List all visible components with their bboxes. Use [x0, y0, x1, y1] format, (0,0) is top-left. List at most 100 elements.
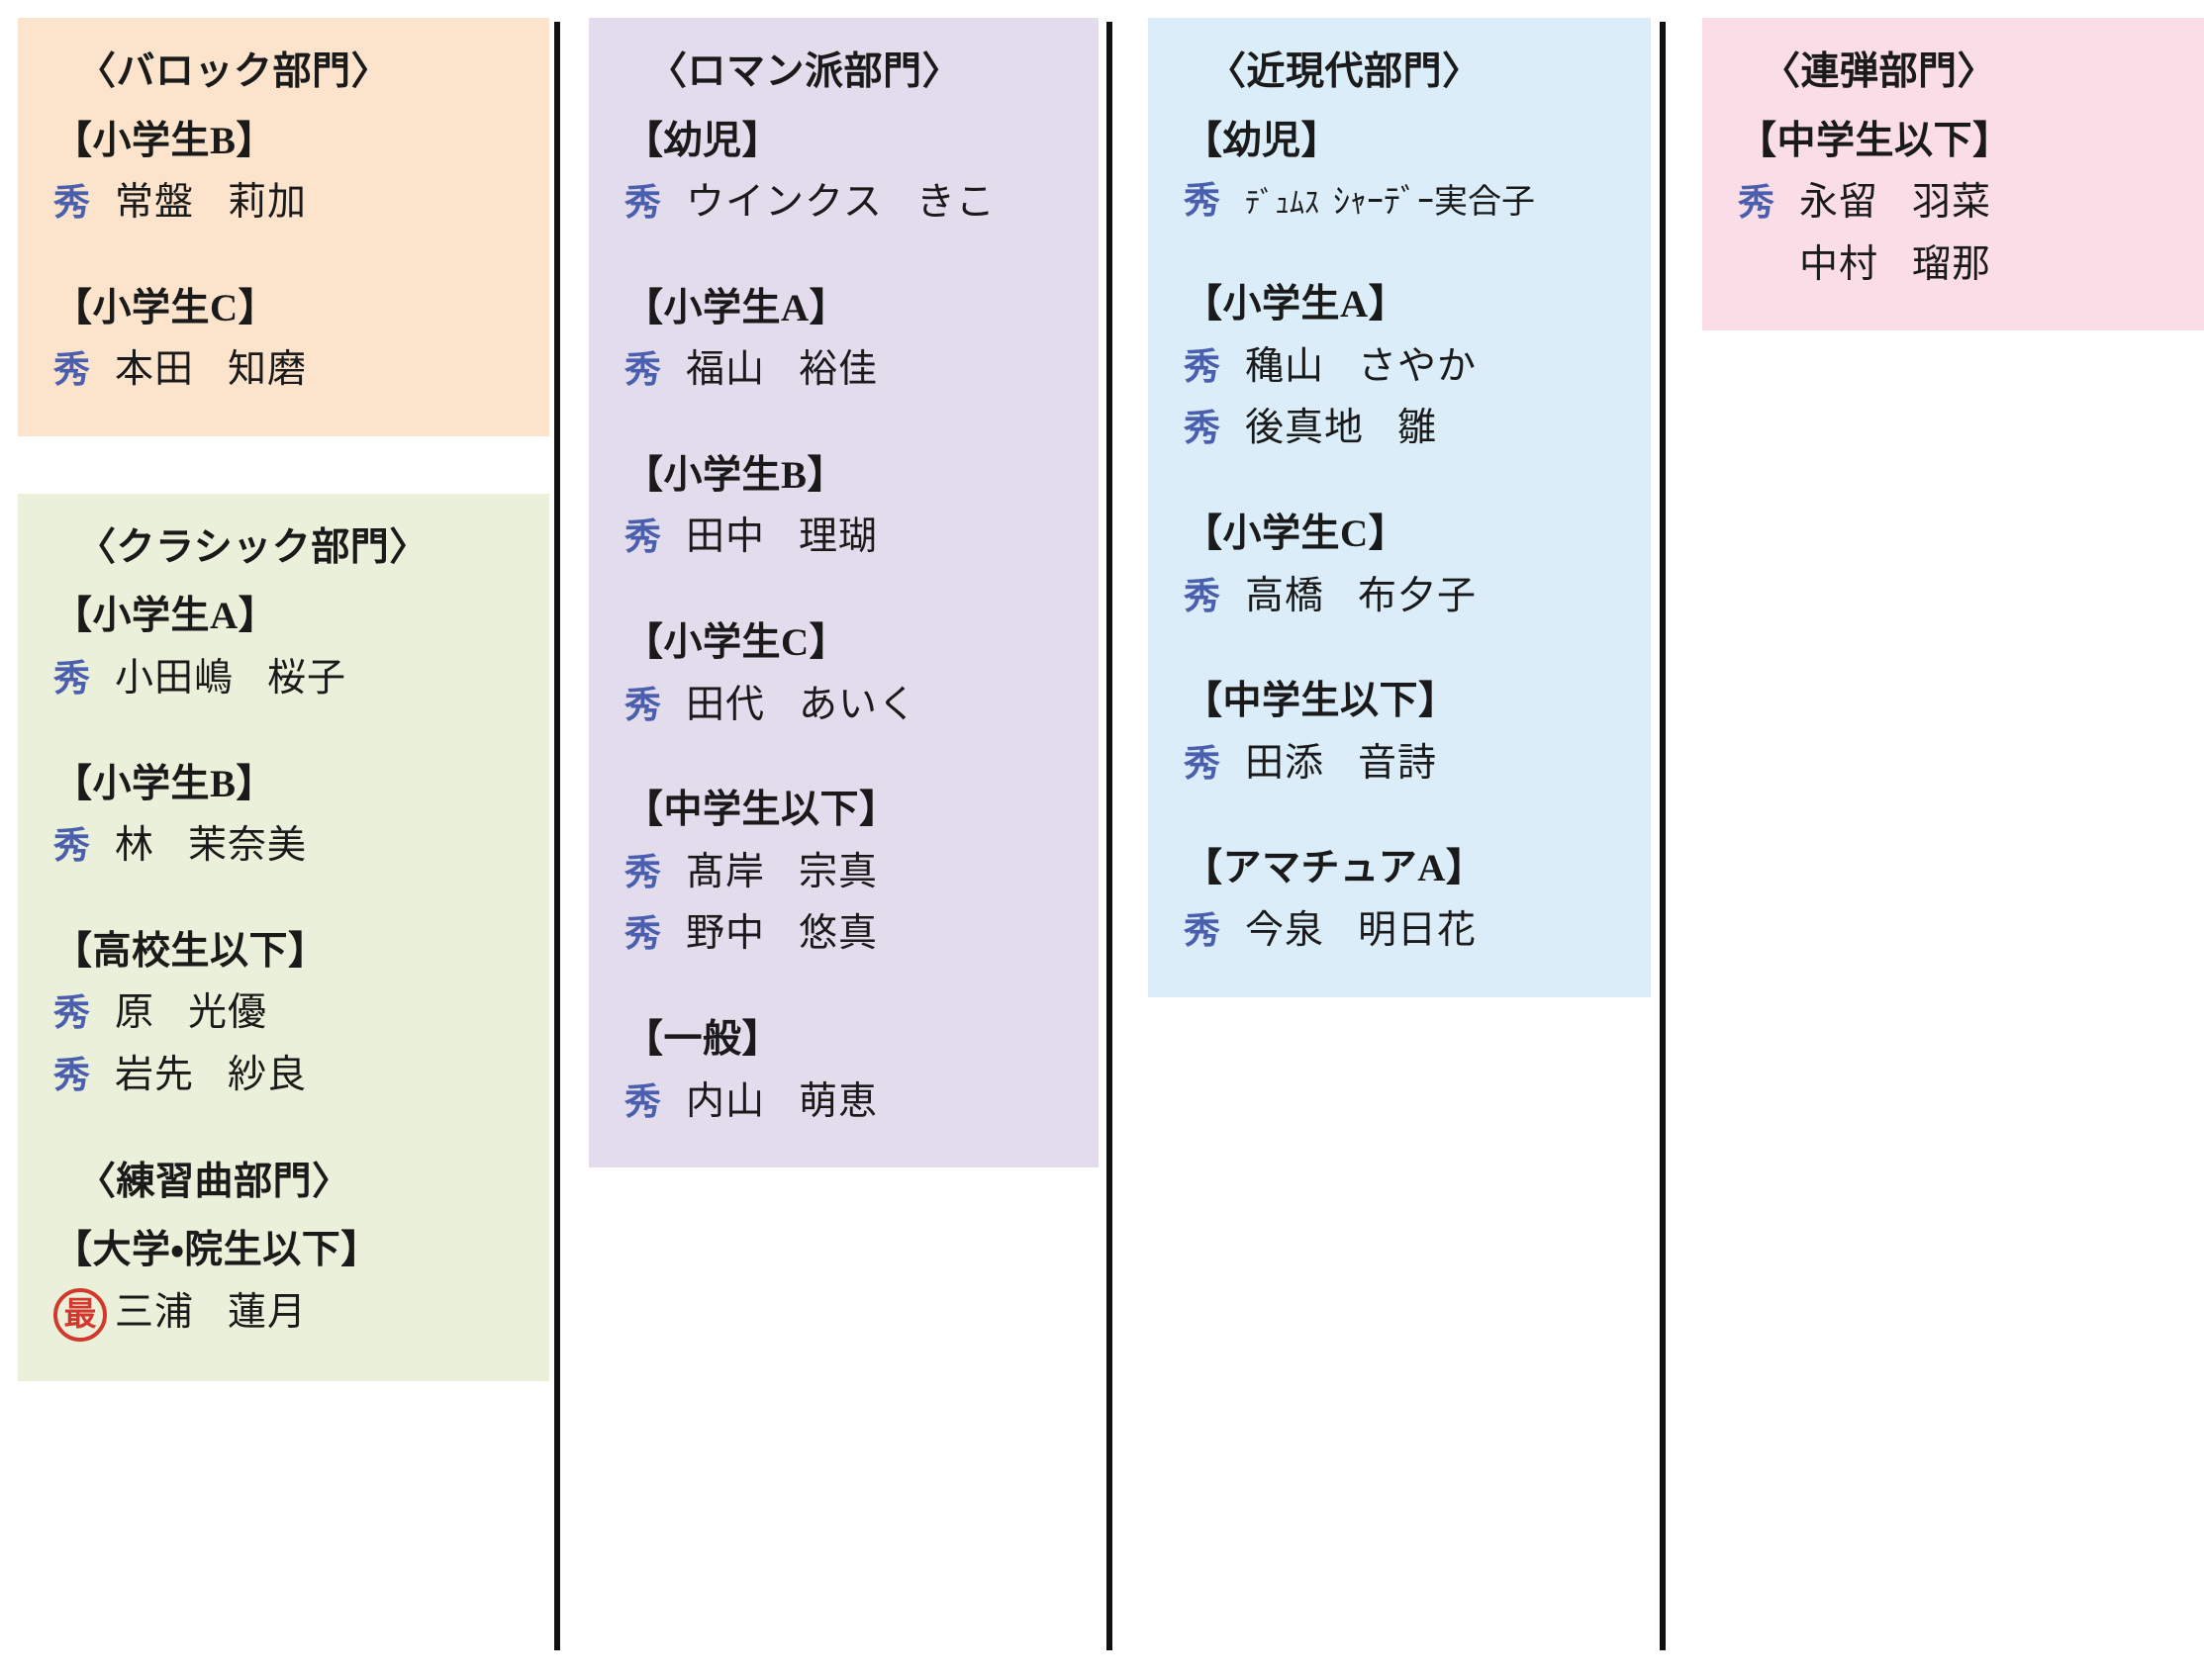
department-title: 〈連弾部門〉: [1762, 50, 1997, 93]
person-given-name: 蓮月: [228, 1290, 308, 1334]
entry-row: 秀 後真地雛: [1184, 403, 1625, 455]
category-label: 【小学生A】: [624, 286, 849, 329]
award-mark-excellent: 秀: [53, 183, 90, 225]
category-label: 【アマチュアA】: [1184, 847, 1485, 890]
person-name: 後真地雛: [1245, 403, 1437, 455]
person-name: 小田嶋桜子: [115, 653, 346, 705]
person-surname: 本田: [115, 348, 195, 392]
person-given-name: 明日花: [1358, 908, 1478, 952]
award-mark-excellent: 秀: [53, 993, 90, 1035]
category-label: 【小学生A】: [1184, 283, 1408, 327]
column-divider-1: [554, 22, 560, 1650]
department-title: 〈ロマン派部門〉: [648, 50, 962, 93]
group-spacer: [624, 741, 1073, 783]
group-spacer: [624, 407, 1073, 448]
award-mark-excellent: 秀: [624, 852, 661, 893]
group-spacer: [1184, 235, 1625, 277]
person-surname: 福山: [686, 348, 766, 392]
person-given-name: 瑠那: [1912, 242, 1992, 286]
category-group: 【小学生A】 秀 穐山さやか 秀 後真地雛: [1184, 277, 1625, 455]
person-given-name: 布夕子: [1358, 574, 1478, 617]
group-spacer: [624, 574, 1073, 615]
group-spacer: [53, 715, 524, 757]
person-name: 林茉奈美: [115, 820, 307, 873]
category-group: 【幼児】 秀 ﾃﾞｭﾑｽｼｬｰﾃﾞｰ実合子: [1184, 114, 1625, 227]
person-name: 本田知磨: [115, 344, 307, 397]
column-3: 〈近現代部門〉 【幼児】 秀 ﾃﾞｭﾑｽｼｬｰﾃﾞｰ実合子 【小学生A】 秀: [1099, 0, 1651, 1680]
entry-row: 秀 本田知磨: [53, 344, 524, 397]
person-given-name: 萌恵: [799, 1079, 879, 1123]
category-group: 【小学生B】 秀 田中理瑚: [624, 448, 1073, 564]
person-given-name: さやか: [1358, 344, 1478, 388]
column-1: 〈バロック部門〉 【小学生B】 秀 常盤莉加 【小学生C】 秀: [0, 0, 549, 1680]
person-given-name: きこ: [915, 181, 996, 225]
award-mark-excellent: 秀: [624, 914, 661, 956]
award-mark-excellent: 秀: [53, 658, 90, 700]
entry-row: 秀 福山裕佳: [624, 344, 1073, 397]
person-name: 原光優: [115, 987, 267, 1040]
category-label: 【高校生以下】: [53, 929, 328, 973]
department-title: 〈バロック部門〉: [77, 50, 391, 93]
award-mark-excellent: 秀: [53, 1055, 90, 1096]
person-name: 三浦蓮月: [115, 1287, 307, 1340]
group-spacer: [53, 239, 524, 281]
entry-row: 秀 ウインクスきこ: [624, 177, 1073, 230]
person-given-name: 桜子: [267, 656, 347, 700]
column-2: 〈ロマン派部門〉 【幼児】 秀 ウインクスきこ 【小学生A】 秀: [549, 0, 1099, 1680]
category-group: 【中学生以下】 秀 永留羽菜 中村瑠那: [1738, 114, 2178, 292]
person-given-name: 裕佳: [799, 348, 879, 392]
category-label: 【小学生C】: [1184, 512, 1408, 555]
person-surname: 内山: [686, 1079, 766, 1123]
person-surname: 髙岸: [686, 850, 766, 893]
person-surname: 後真地: [1245, 407, 1365, 450]
award-mark-top: 最: [53, 1288, 115, 1343]
person-name: 髙岸宗真: [686, 847, 878, 899]
group-spacer: [53, 1112, 524, 1154]
person-surname: 原: [115, 991, 155, 1035]
department-block-duet: 〈連弾部門〉 【中学生以下】 秀 永留羽菜 中村瑠那: [1702, 18, 2204, 331]
person-name: 常盤莉加: [115, 177, 307, 230]
column-divider-2: [1106, 22, 1112, 1650]
person-surname: 田添: [1245, 741, 1325, 785]
category-label: 【小学生C】: [624, 621, 849, 665]
entry-row: 秀 内山萌恵: [624, 1076, 1073, 1129]
person-surname: 林: [115, 824, 155, 868]
entry-row: 秀 今泉明日花: [1184, 905, 1625, 958]
entry-row: 最 三浦蓮月: [53, 1287, 524, 1343]
group-spacer: [1184, 465, 1625, 507]
award-mark-excellent: 秀: [53, 826, 90, 868]
person-given-name: 音詩: [1358, 741, 1438, 785]
entry-row: 秀 田代あいく: [624, 680, 1073, 732]
award-mark-excellent: 秀: [1184, 409, 1220, 450]
award-mark-excellent: 秀: [1184, 346, 1220, 388]
person-given-name: 知磨: [228, 348, 308, 392]
department-block-classic: 〈クラシック部門〉 【小学生A】 秀 小田嶋桜子 【小学生B】 秀: [18, 493, 549, 1382]
person-surname: 野中: [686, 912, 766, 956]
person-surname: 三浦: [115, 1290, 195, 1334]
category-group: 【中学生以下】 秀 田添音詩: [1184, 674, 1625, 790]
award-mark-excellent: 秀: [624, 183, 661, 225]
entry-row: 秀 ﾃﾞｭﾑｽｼｬｰﾃﾞｰ実合子: [1184, 177, 1625, 226]
entry-row: 秀 野中悠真: [624, 908, 1073, 961]
group-spacer: [1184, 799, 1625, 841]
person-name: 中村瑠那: [1799, 239, 1991, 292]
category-group: 【小学生A】 秀 小田嶋桜子: [53, 589, 524, 704]
group-spacer: [624, 239, 1073, 281]
circled-top-award-icon: 最: [53, 1288, 107, 1343]
person-name: 今泉明日花: [1245, 905, 1477, 958]
category-label: 【小学生B】: [624, 453, 847, 497]
entry-row: 秀 高橋布夕子: [1184, 571, 1625, 623]
department-block-romantic: 〈ロマン派部門〉 【幼児】 秀 ウインクスきこ 【小学生A】 秀: [589, 18, 1099, 1168]
category-group: 【中学生以下】 秀 髙岸宗真 秀 野中悠真: [624, 783, 1073, 961]
group-spacer: [1184, 632, 1625, 674]
entry-row: 秀 永留羽菜: [1738, 177, 2178, 230]
award-mark-excellent: 秀: [624, 517, 661, 559]
category-group: 【一般】 秀 内山萌恵: [624, 1012, 1073, 1128]
entry-row: 秀 髙岸宗真: [624, 847, 1073, 899]
department-title: 〈クラシック部門〉: [77, 525, 429, 569]
block-spacer: [18, 436, 549, 494]
person-name: ウインクスきこ: [686, 177, 996, 230]
person-given-name: あいく: [799, 683, 918, 726]
award-mark-excellent: 秀: [624, 685, 661, 726]
category-label: 【中学生以下】: [1184, 680, 1458, 723]
